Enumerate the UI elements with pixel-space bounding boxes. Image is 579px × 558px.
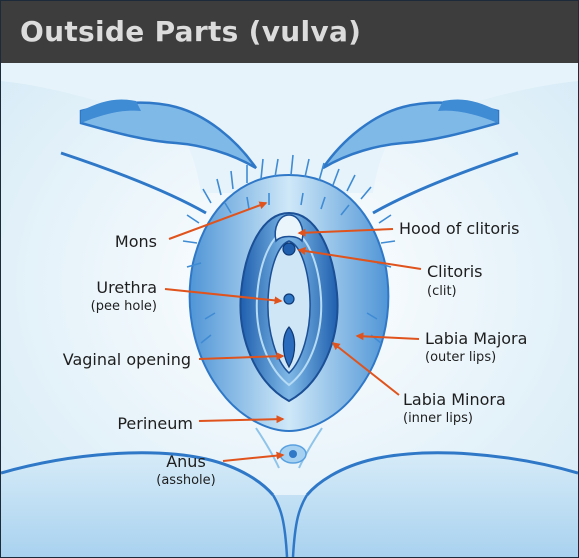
label-hood: Hood of clitoris [399,219,520,238]
label-urethra-note: (pee hole) [90,299,157,314]
page-title: Outside Parts (vulva) [20,15,362,48]
label-labia-majora: Labia Majora [425,329,528,348]
right-hip-edge [438,99,498,123]
right-thigh-crease [372,151,519,215]
lower-body [1,452,578,557]
arrow-clitoris [297,247,422,270]
label-labia-minora-note: (inner lips) [403,411,473,426]
arrow-anus [222,451,285,462]
arrow-hood [297,228,394,237]
vaginal-opening [282,326,296,369]
urethra [283,293,295,305]
perineum-edges [255,427,323,469]
arrow-mons [168,201,268,240]
vestibule [267,240,311,375]
label-vaginal-opening: Vaginal opening [62,350,191,369]
left-buttock-line [1,451,275,496]
arrow-vaginal-opening [198,352,285,361]
anus-center [289,450,297,458]
label-mons: Mons [114,232,157,251]
top-band [1,63,578,193]
clitoral-hood [274,214,304,243]
title-bar: Outside Parts (vulva) [1,1,578,64]
gluteal-cleft [271,494,309,557]
label-anus-note: (asshole) [156,473,216,488]
leader-arrows [164,201,422,462]
arrow-perineum [198,415,285,424]
label-perineum: Perineum [117,414,193,433]
label-clitoris-note: (clit) [427,284,457,299]
arrow-urethra [164,288,283,305]
arrow-labia-majora [355,332,420,341]
label-anus: Anus [166,452,206,471]
arrow-labia-minora [331,342,400,396]
left-hip-edge [81,99,141,123]
label-labia-minora: Labia Minora [403,390,506,409]
label-urethra: Urethra [96,278,157,297]
left-thigh-crease [60,151,207,215]
clitoris [282,242,296,256]
right-buttock-line [305,451,578,496]
label-clitoris: Clitoris [427,262,483,281]
inner-fold-line [255,227,323,387]
left-hip-fold [79,101,258,170]
label-labia-majora-note: (outer lips) [425,350,497,365]
pubic-hair [182,154,396,344]
vulva-illustration [1,63,578,557]
